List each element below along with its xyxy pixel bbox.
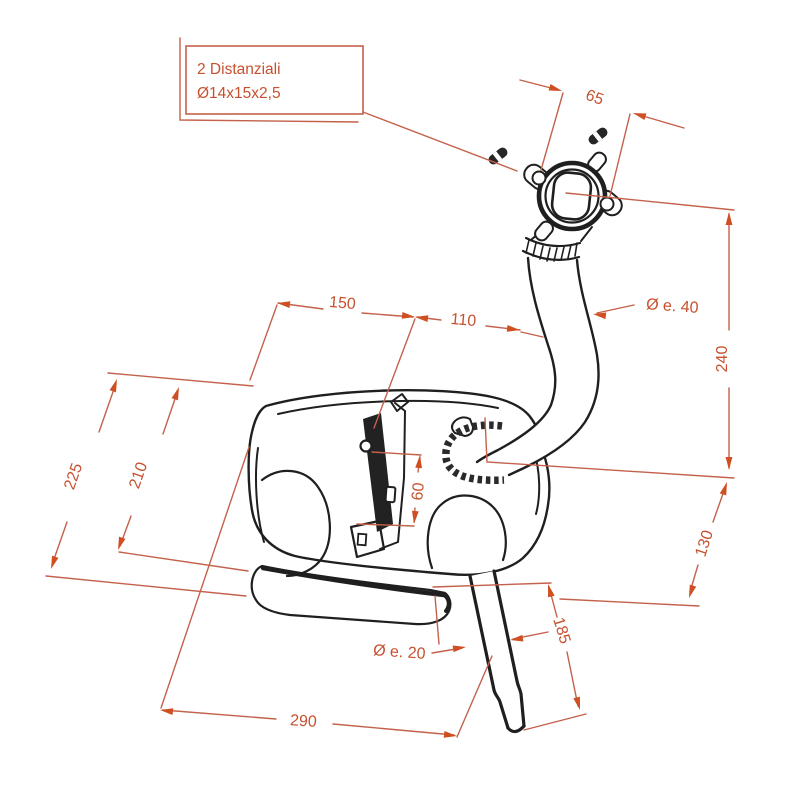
dim-150-label: 150 <box>328 294 356 313</box>
inner-left-line <box>255 447 265 543</box>
base-stand <box>250 564 452 626</box>
spacers <box>488 127 608 165</box>
dim-240: 240 <box>484 192 735 479</box>
tail-pipe-tip <box>506 724 526 734</box>
mounting-flange <box>523 151 623 242</box>
flange-hole-right <box>599 196 615 212</box>
dim-dia20: Ø e. 20 <box>373 631 549 663</box>
dim-185-label: 185 <box>549 615 573 646</box>
bracket-pivot-hole <box>359 439 373 453</box>
dim-60-label: 60 <box>409 482 428 502</box>
dim-225-label: 225 <box>61 461 86 492</box>
right-lobe <box>426 494 507 570</box>
dim-dia20-label: Ø e. 20 <box>373 642 427 663</box>
dim-130: 130 <box>559 480 731 607</box>
dim-225: 225 <box>45 372 254 597</box>
spacer-left <box>488 147 508 165</box>
dim-60: 60 <box>356 451 428 527</box>
dim-65-label: 65 <box>583 87 606 109</box>
tail-pipe <box>468 569 526 735</box>
dimensions: 2 Distanziali Ø14x15x2,5 65 150 110 Ø <box>45 37 735 740</box>
left-lobe <box>260 469 331 578</box>
dim-65: 65 <box>519 79 685 197</box>
dim-150-110: 150 110 <box>249 294 544 429</box>
flex-curl <box>442 421 505 484</box>
callout-box: 2 Distanziali Ø14x15x2,5 <box>179 37 518 172</box>
dim-290-label: 290 <box>289 712 317 731</box>
exhaust-drawing <box>247 127 623 735</box>
bracket-bar <box>363 413 393 532</box>
dim-240-label: 240 <box>714 346 731 373</box>
front-pipe <box>475 256 600 477</box>
callout-line1: 2 Distanziali <box>197 61 281 78</box>
flange-opening <box>550 171 593 221</box>
dim-dia40: Ø e. 40 <box>592 296 700 320</box>
mounting-bracket <box>349 393 409 559</box>
dim-dia40-label: Ø e. 40 <box>646 296 700 317</box>
spacer-right <box>588 127 608 145</box>
flange-hole-left <box>531 170 547 186</box>
muffler-body <box>247 389 551 578</box>
bracket-clip <box>384 485 397 504</box>
dim-110-label: 110 <box>450 311 477 330</box>
inner-top-line <box>277 399 499 415</box>
callout-line2: Ø14x15x2,5 <box>197 85 281 102</box>
callout-leader <box>362 111 518 172</box>
pipe-fitting <box>451 416 474 437</box>
stand-top-edge <box>260 565 447 598</box>
dim-210: 210 <box>114 385 249 572</box>
bracket-foot <box>349 519 386 559</box>
dim-290: 290 <box>159 446 493 740</box>
dim-130-label: 130 <box>693 528 717 559</box>
dim-210-label: 210 <box>126 460 151 491</box>
